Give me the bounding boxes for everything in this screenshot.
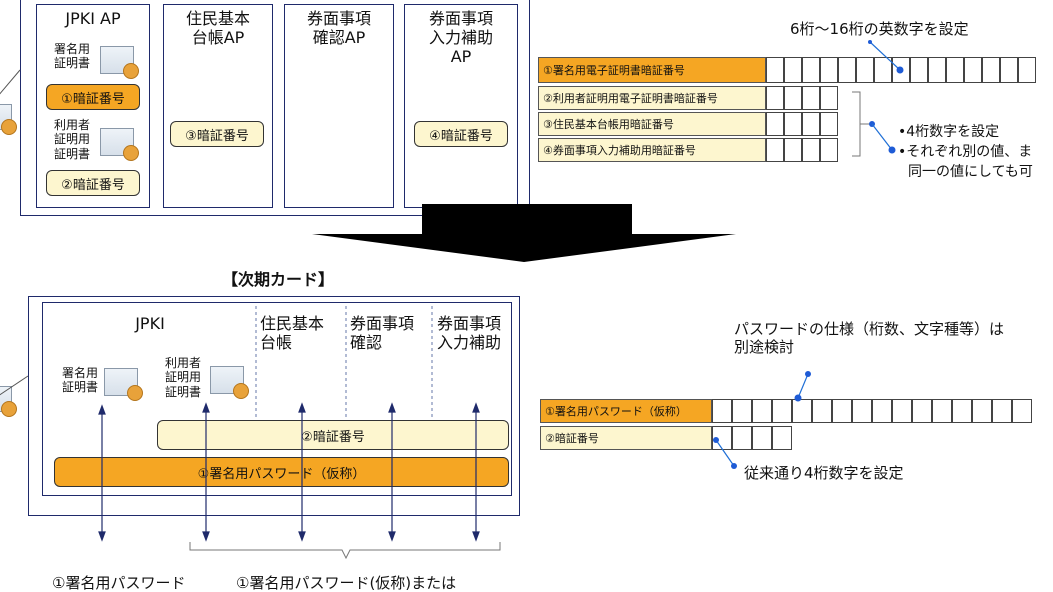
next-cert-sign-label: 署名用 証明書 xyxy=(61,366,98,395)
digit-cell xyxy=(820,86,838,110)
note-password: パスワードの仕様（桁数、文字種等）は 別途検討 xyxy=(734,320,1005,356)
pin3-box: ③暗証番号 xyxy=(170,121,264,147)
card-icon xyxy=(0,104,17,135)
certificate-icon xyxy=(100,46,139,79)
bullet-3: 同一の値にしても可 xyxy=(908,164,1033,180)
digit-cell xyxy=(872,399,892,423)
col-kakunin: 券面事項 確認 xyxy=(350,314,415,353)
digit-cell xyxy=(820,112,838,136)
digit-cell xyxy=(964,57,982,83)
digit-cell xyxy=(784,138,802,162)
digit-cell xyxy=(766,112,784,136)
certificate-icon xyxy=(100,128,139,161)
digit-cell xyxy=(910,57,928,83)
digit-cell xyxy=(766,138,784,162)
digit-cell xyxy=(912,399,932,423)
digit-cell xyxy=(784,57,802,83)
digit-cell xyxy=(802,112,820,136)
ap-juki-title: 住民基本 台帳AP xyxy=(185,9,250,48)
digit-cell xyxy=(1018,57,1036,83)
digit-cell xyxy=(1012,399,1032,423)
row-4: ④券面事項入力補助用暗証番号 xyxy=(538,138,766,162)
digit-cell xyxy=(820,138,838,162)
cert-user-label: 利用者 証明用 証明書 xyxy=(53,118,90,161)
digit-cell xyxy=(732,426,752,450)
digit-cell xyxy=(946,57,964,83)
digit-cell xyxy=(802,138,820,162)
ap-hojo: 券面事項 入力補助 AP xyxy=(404,4,518,208)
digit-cell xyxy=(832,399,852,423)
digit-cell xyxy=(732,399,752,423)
digit-cell xyxy=(712,399,732,423)
digit-cell xyxy=(820,57,838,83)
digit-cell xyxy=(1000,57,1018,83)
digit-cell xyxy=(766,86,784,110)
digit-cell xyxy=(784,86,802,110)
row-3: ③住民基本台帳用暗証番号 xyxy=(538,112,766,136)
bottom-right-text: ①署名用パスワード(仮称)または xyxy=(236,574,457,592)
certificate-icon xyxy=(210,366,249,399)
row-password: ①署名用パスワード（仮称） xyxy=(540,399,712,423)
digit-cell xyxy=(812,399,832,423)
pin4-box: ④暗証番号 xyxy=(414,121,508,147)
note-pin: 従来通り4桁数字を設定 xyxy=(744,464,904,482)
ap-juki: 住民基本 台帳AP xyxy=(163,4,273,208)
bullet-1: •4桁数字を設定 xyxy=(898,124,1000,140)
pin2-box: ②暗証番号 xyxy=(46,170,140,196)
digit-cell xyxy=(784,112,802,136)
digit-cell xyxy=(982,57,1000,83)
digit-cell xyxy=(972,399,992,423)
bar-pin: ②暗証番号 xyxy=(157,420,509,450)
cert-sign-label: 署名用 証明書 xyxy=(53,42,90,71)
bar-password: ①署名用パスワード（仮称） xyxy=(54,457,509,487)
digit-cell xyxy=(892,399,912,423)
next-cert-user-label: 利用者 証明用 証明書 xyxy=(164,356,201,399)
next-card-title: 【次期カード】 xyxy=(221,270,334,289)
col-hojo: 券面事項 入力補助 xyxy=(437,314,502,353)
digit-cell xyxy=(838,57,856,83)
digit-cell xyxy=(752,426,772,450)
ap-hojo-title: 券面事項 入力補助 AP xyxy=(428,9,493,67)
digit-cell xyxy=(752,399,772,423)
row-1: ①署名用電子証明書暗証番号 xyxy=(538,57,766,83)
note-top: 6桁～16桁の英数字を設定 xyxy=(790,20,969,38)
digit-cell xyxy=(856,57,874,83)
digit-cell xyxy=(772,399,792,423)
col-jpki: JPKI xyxy=(135,314,165,333)
digit-cell xyxy=(792,399,812,423)
digit-cell xyxy=(852,399,872,423)
row-pin: ②暗証番号 xyxy=(540,426,712,450)
ap-kakunin-title: 券面事項 確認AP xyxy=(306,9,371,48)
digit-cell xyxy=(802,57,820,83)
digit-cell xyxy=(766,57,784,83)
digit-cell xyxy=(874,57,892,83)
digit-cell xyxy=(992,399,1012,423)
digit-cell xyxy=(932,399,952,423)
row-2: ②利用者証明用電子証明書暗証番号 xyxy=(538,86,766,110)
ap-jpki-title: JPKI AP xyxy=(65,9,121,28)
digit-cell xyxy=(772,426,792,450)
bottom-left-text: ①署名用パスワード xyxy=(52,574,186,592)
col-juki: 住民基本 台帳 xyxy=(260,314,325,353)
digit-cell xyxy=(928,57,946,83)
ap-kakunin: 券面事項 確認AP xyxy=(284,4,394,208)
certificate-icon xyxy=(104,368,143,401)
digit-cell xyxy=(802,86,820,110)
bullet-2: •それぞれ別の値、ま xyxy=(898,144,1033,160)
pin1-box: ①暗証番号 xyxy=(46,84,140,110)
digit-cell xyxy=(952,399,972,423)
